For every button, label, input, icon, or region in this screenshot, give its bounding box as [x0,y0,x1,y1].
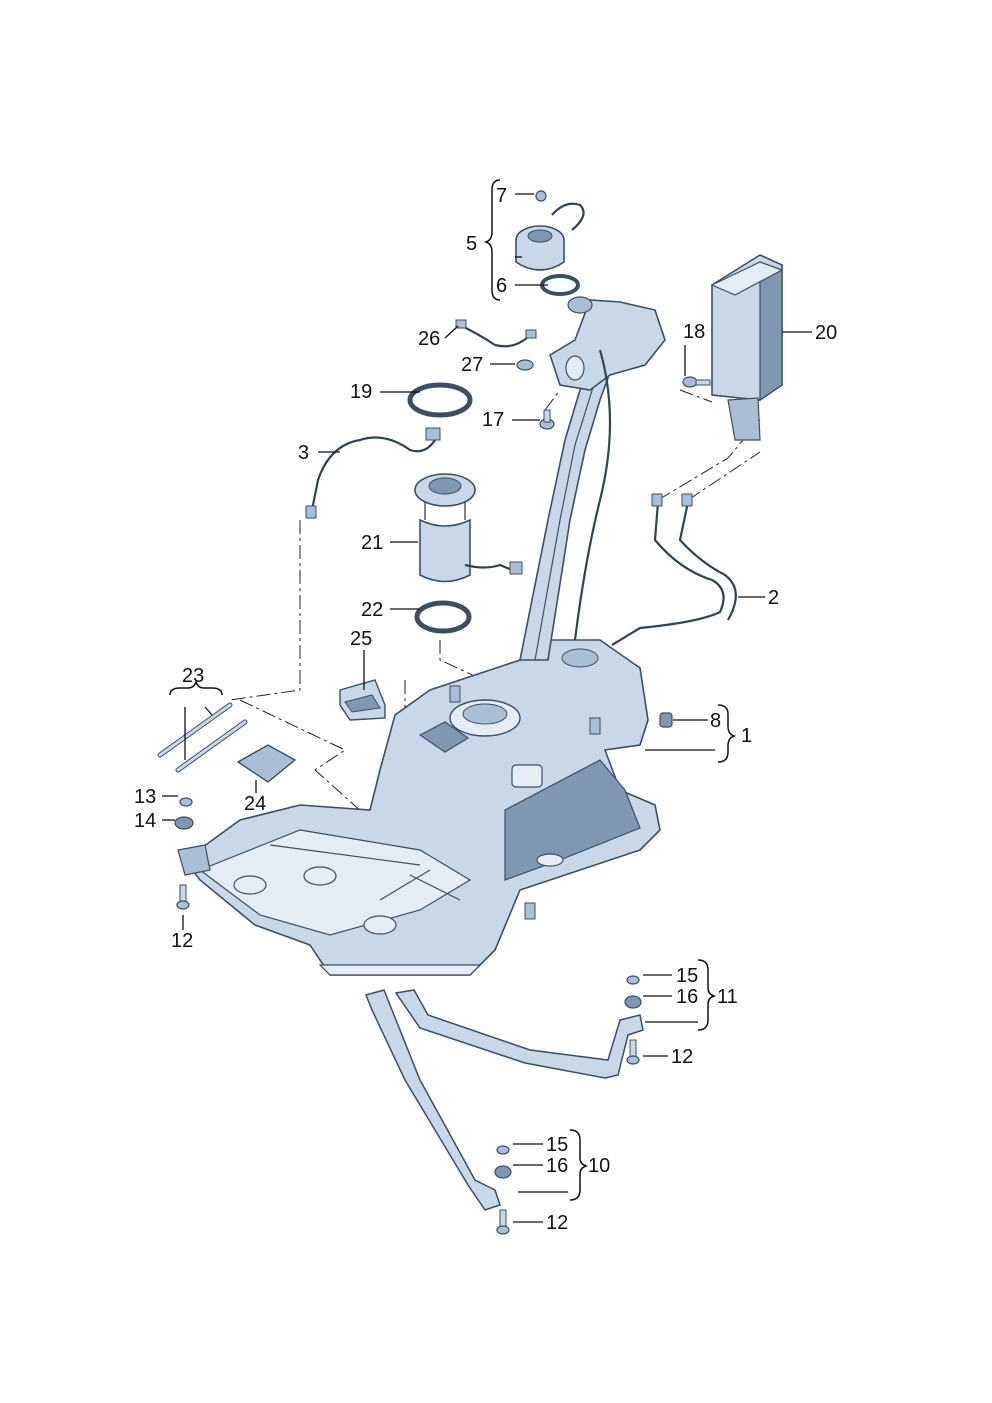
label-16-right: 16 [676,986,698,1008]
tensioning-strap-10 [364,989,501,1211]
label-12-right: 12 [671,1046,693,1068]
label-6: 6 [496,275,507,297]
part-labels: 7 5 6 26 27 19 17 3 21 22 25 18 20 2 8 1… [134,185,837,1234]
fasteners-11-set [624,975,642,1065]
nut-13 [179,797,193,807]
label-8: 8 [710,710,721,732]
label-1: 1 [741,725,752,747]
label-5: 5 [466,233,477,255]
repair-kit-23 [157,702,248,773]
tensioning-strap-11 [394,989,644,1079]
fuel-tank [177,639,661,976]
label-21: 21 [361,532,383,554]
fuel-line-3 [305,427,441,519]
nut-27 [516,359,534,371]
bolt-18 [682,376,711,388]
fuel-lines-2 [611,493,737,646]
fuel-pump-21 [414,473,523,583]
label-11: 11 [717,986,738,1008]
label-23: 23 [182,665,204,687]
label-19: 19 [350,381,372,403]
label-12-left: 12 [171,930,193,952]
label-15-right: 15 [676,965,698,987]
fasteners-10-set [494,1145,512,1235]
screw-17 [539,409,555,430]
label-7: 7 [496,185,507,207]
connector-25 [339,679,386,721]
label-12-bottom: 12 [546,1212,568,1234]
plate-24 [236,744,297,783]
plug-8 [659,712,673,728]
carbon-canister-20 [710,254,784,441]
label-24: 24 [244,793,266,815]
assembly-guide-lines [229,389,761,813]
label-13: 13 [134,786,156,808]
vent-hose-26 [455,319,537,348]
label-20: 20 [815,322,837,344]
label-18: 18 [683,321,705,343]
locking-ring-19 [407,382,473,418]
label-15-bottom: 15 [546,1134,568,1156]
label-3: 3 [298,442,309,464]
label-27: 27 [461,354,483,376]
filler-neck [519,296,666,661]
group-brackets [169,179,737,1201]
leader-lines [162,193,812,1223]
label-14: 14 [134,810,156,832]
seal-22 [414,600,472,634]
label-17: 17 [482,409,504,431]
label-22: 22 [361,599,383,621]
bolt-12-left [176,884,190,910]
label-25: 25 [350,628,372,650]
label-26: 26 [418,328,440,350]
filler-cap [515,190,585,296]
label-2: 2 [768,587,779,609]
bush-14 [174,816,194,830]
label-16-bottom: 16 [546,1155,568,1177]
label-10: 10 [588,1155,610,1177]
